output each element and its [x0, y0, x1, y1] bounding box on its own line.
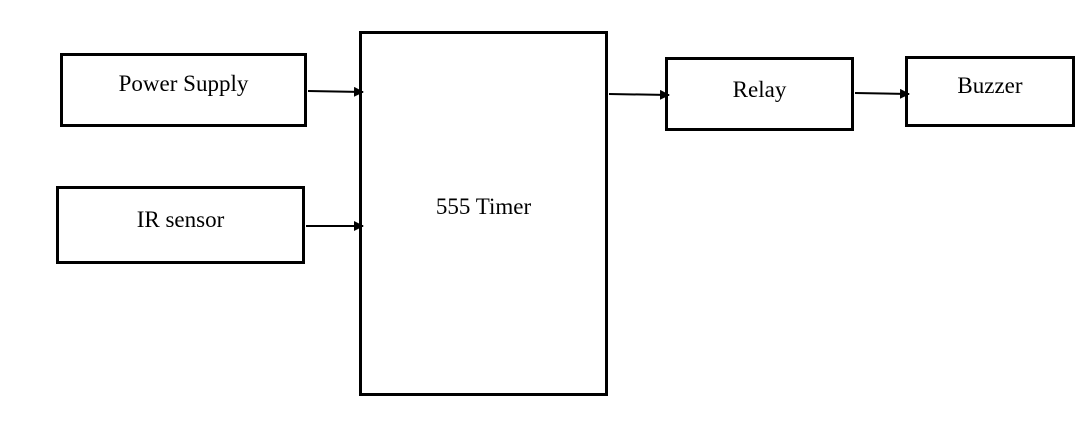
relay-label: Relay: [732, 77, 787, 102]
power-supply-block: Power Supply: [60, 53, 307, 127]
timer-block: 555 Timer: [359, 31, 608, 396]
arrow-power-to-timer: [307, 86, 364, 97]
power-supply-label: Power Supply: [118, 71, 249, 96]
relay-block: Relay: [665, 57, 854, 131]
ir-sensor-label: IR sensor: [136, 207, 225, 232]
ir-sensor-block: IR sensor: [56, 186, 305, 264]
arrow-timer-to-relay: [608, 89, 670, 100]
arrow-relay-to-buzzer: [854, 88, 910, 99]
buzzer-label: Buzzer: [957, 73, 1023, 98]
timer-label: 555 Timer: [435, 194, 532, 219]
buzzer-block: Buzzer: [905, 56, 1075, 127]
